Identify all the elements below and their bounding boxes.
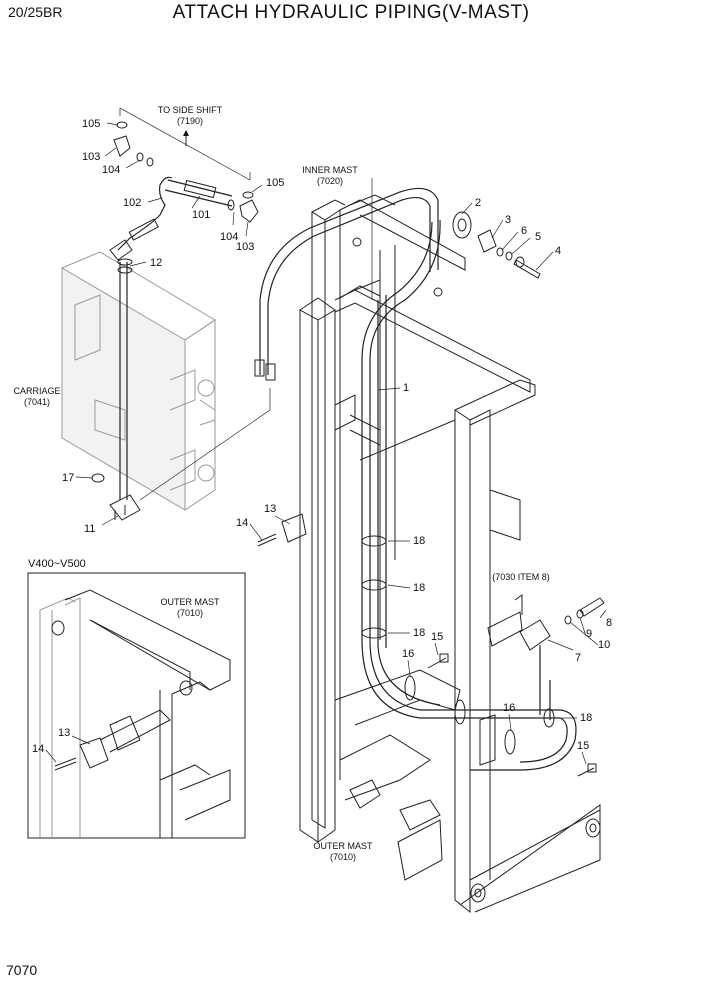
callout-15b: 15 bbox=[577, 740, 589, 752]
callout-3: 3 bbox=[505, 214, 511, 226]
callout-16: 16 bbox=[402, 648, 414, 660]
leader-lines bbox=[75, 122, 607, 765]
callout-4: 4 bbox=[555, 245, 561, 257]
annotation-labels: TO SIDE SHIFT (7190) INNER MAST (7020) C… bbox=[13, 105, 549, 862]
callout-12: 12 bbox=[150, 257, 162, 269]
callout-15: 15 bbox=[431, 631, 443, 643]
inset-outer-mast-ref: (7010) bbox=[177, 608, 203, 618]
callout-13: 13 bbox=[264, 503, 276, 515]
carriage-label: CARRIAGE bbox=[13, 386, 60, 396]
callout-7: 7 bbox=[575, 652, 581, 664]
inner-mast-ref: (7020) bbox=[317, 176, 343, 186]
callout-104: 104 bbox=[102, 164, 120, 176]
bolts-and-brackets bbox=[257, 513, 597, 777]
callout-18c: 18 bbox=[413, 627, 425, 639]
callout-17: 17 bbox=[62, 472, 74, 484]
outer-mast-drawing bbox=[299, 237, 601, 914]
callout-13b: 13 bbox=[58, 727, 70, 739]
inset-outer-mast-label: OUTER MAST bbox=[160, 597, 220, 607]
callout-18d: 18 bbox=[580, 712, 592, 724]
elbow-block bbox=[487, 594, 605, 720]
callout-16b: 16 bbox=[503, 702, 515, 714]
callout-18b: 18 bbox=[413, 582, 425, 594]
fitting-hardware bbox=[452, 211, 541, 279]
lift-hoses bbox=[254, 187, 577, 771]
callout-11: 11 bbox=[84, 523, 95, 535]
callout-18a: 18 bbox=[413, 535, 425, 547]
hose-clamps bbox=[361, 535, 555, 755]
inner-mast-drawing bbox=[311, 194, 466, 829]
callout-6: 6 bbox=[521, 225, 527, 237]
callout-103: 103 bbox=[82, 151, 100, 163]
callout-103b: 103 bbox=[236, 241, 254, 253]
callout-1: 1 bbox=[403, 382, 409, 394]
outer-mast-ref: (7010) bbox=[330, 852, 356, 862]
callout-2: 2 bbox=[475, 197, 481, 209]
inset-v400-v500 bbox=[27, 572, 246, 839]
callout-labels: 105 103 104 102 101 104 103 105 12 2 3 6… bbox=[32, 118, 612, 755]
page-title: ATTACH HYDRAULIC PIPING(V-MAST) bbox=[172, 2, 530, 23]
inset-frame bbox=[27, 572, 246, 839]
callout-14b: 14 bbox=[32, 743, 44, 755]
callout-104b: 104 bbox=[220, 231, 238, 243]
callout-5: 5 bbox=[535, 231, 541, 243]
carriage-ref: (7041) bbox=[24, 397, 50, 407]
callout-105: 105 bbox=[82, 118, 100, 130]
callout-8: 8 bbox=[606, 617, 612, 629]
callout-101: 101 bbox=[192, 209, 210, 221]
carriage-fittings bbox=[91, 473, 141, 521]
item-ref-label: (7030 ITEM 8) bbox=[492, 572, 550, 582]
carriage-drawing bbox=[61, 251, 216, 511]
to-side-shift-ref: (7190) bbox=[177, 116, 203, 126]
side-shift-arrow bbox=[119, 107, 251, 181]
callout-9: 9 bbox=[586, 628, 592, 640]
outer-mast-label: OUTER MAST bbox=[313, 841, 373, 851]
to-side-shift-label: TO SIDE SHIFT bbox=[158, 105, 223, 115]
side-shift-hoses bbox=[109, 176, 233, 500]
page-number: 7070 bbox=[6, 962, 38, 978]
left-fittings bbox=[113, 121, 259, 223]
callout-102: 102 bbox=[123, 197, 141, 209]
callout-105b: 105 bbox=[266, 177, 284, 189]
callout-10: 10 bbox=[598, 639, 610, 651]
inner-mast-label: INNER MAST bbox=[302, 165, 358, 175]
inset-title: V400~V500 bbox=[28, 558, 86, 570]
callout-14: 14 bbox=[236, 517, 248, 529]
model-code: 20/25BR bbox=[8, 4, 63, 20]
